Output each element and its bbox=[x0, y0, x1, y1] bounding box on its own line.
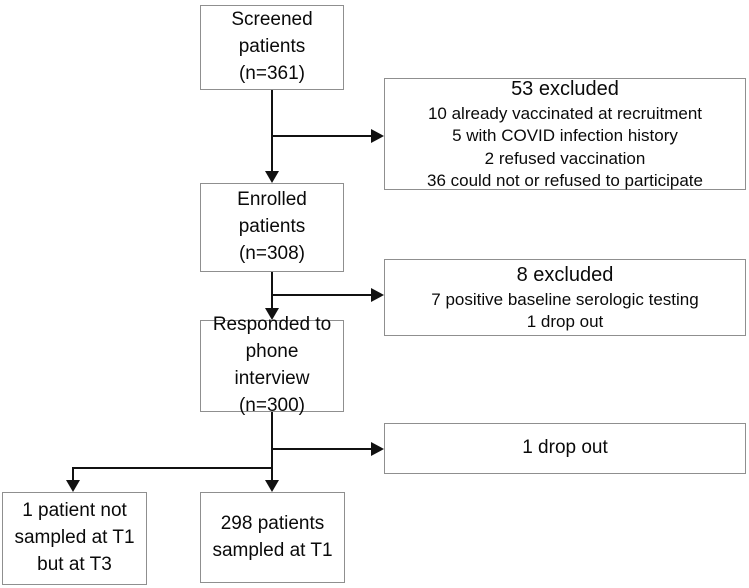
excluded-8-title: 8 excluded bbox=[516, 263, 614, 286]
arrowhead-into-not-sampled-icon bbox=[66, 480, 80, 492]
sampled-t1-text: 298 patients sampled at T1 bbox=[212, 512, 333, 561]
connector-branch-to-dropout bbox=[272, 448, 371, 450]
arrowhead-into-enrolled-icon bbox=[265, 171, 279, 183]
excluded-53-box: 53 excluded 10 already vaccinated at rec… bbox=[384, 78, 746, 190]
arrowhead-into-excluded1-icon bbox=[371, 129, 384, 143]
connector-enrolled-to-responded bbox=[271, 272, 273, 309]
screened-patients-text: Screened patients (n=361) bbox=[231, 9, 313, 84]
excluded-53-title: 53 excluded bbox=[511, 77, 619, 100]
arrowhead-into-excluded2-icon bbox=[371, 288, 384, 302]
enrolled-patients-text: Enrolled patients (n=308) bbox=[237, 189, 307, 264]
responded-phone-interview-box: Responded to phone interview (n=300) bbox=[200, 314, 344, 416]
connector-screened-to-enrolled bbox=[271, 90, 273, 173]
arrowhead-into-dropout-icon bbox=[371, 442, 384, 456]
excluded-8-box: 8 excluded 7 positive baseline serologic… bbox=[384, 259, 746, 336]
not-sampled-t1-text: 1 patient not sampled at T1 but at T3 bbox=[14, 500, 135, 575]
enrolled-patients-box: Enrolled patients (n=308) bbox=[200, 183, 344, 272]
responded-phone-interview-text: Responded to phone interview (n=300) bbox=[212, 314, 332, 416]
excluded-53-details: 10 already vaccinated at recruitment 5 w… bbox=[427, 103, 703, 190]
connector-branch-to-not-sampled bbox=[72, 467, 273, 469]
arrowhead-into-sampled-t1-icon bbox=[265, 480, 279, 492]
arrowhead-into-responded-icon bbox=[265, 308, 279, 320]
connector-branch-to-excluded2 bbox=[272, 294, 371, 296]
connector-responded-to-sampled-t1 bbox=[271, 412, 273, 481]
screened-patients-box: Screened patients (n=361) bbox=[200, 5, 344, 90]
connector-branch-to-excluded1 bbox=[272, 135, 371, 137]
connector-down-to-not-sampled bbox=[72, 467, 74, 481]
excluded-8-details: 7 positive baseline serologic testing 1 … bbox=[431, 289, 699, 331]
drop-out-box: 1 drop out bbox=[384, 423, 746, 474]
drop-out-text: 1 drop out bbox=[522, 437, 608, 459]
sampled-t1-box: 298 patients sampled at T1 bbox=[200, 492, 345, 583]
not-sampled-t1-box: 1 patient not sampled at T1 but at T3 bbox=[2, 492, 147, 585]
